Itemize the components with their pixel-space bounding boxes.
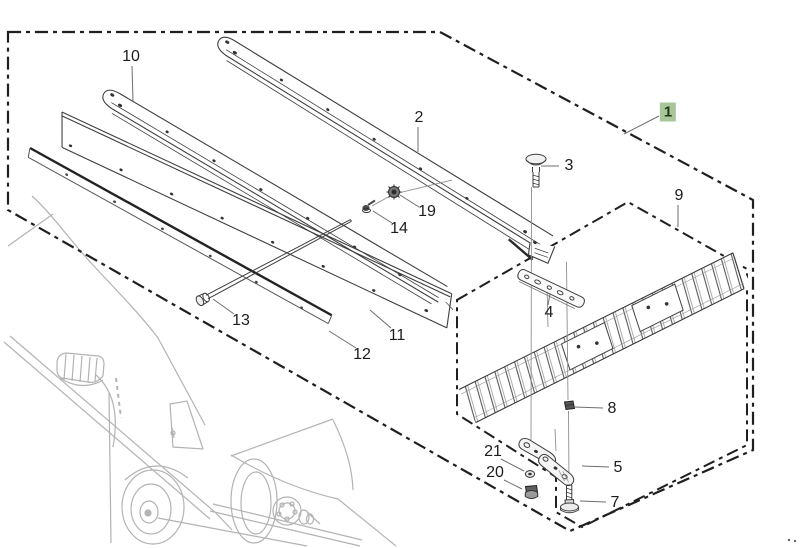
part-label-7: 7	[610, 494, 620, 511]
screw-part-14	[362, 199, 376, 213]
assembly-boundary-part-1	[6, 30, 755, 533]
part-label-21: 21	[484, 443, 502, 460]
leader-lines	[131, 65, 679, 503]
nut-part-21	[524, 470, 536, 478]
corner-marks	[787, 538, 797, 543]
bracket-part-5	[518, 438, 575, 487]
part-label-12: 12	[353, 346, 371, 363]
corrugated-plate	[458, 251, 752, 424]
bolt-part-3	[525, 153, 547, 188]
part-label-13: 13	[232, 312, 250, 329]
flange-nut-part-19	[386, 184, 402, 200]
alignment-lines	[371, 179, 570, 485]
flange-nut-part-20	[524, 484, 539, 499]
strip-part-12	[27, 146, 333, 325]
bar-part-2	[217, 36, 556, 265]
part-label-5: 5	[613, 459, 623, 476]
machine-sketch	[3, 195, 397, 547]
part-label-4: 4	[544, 304, 554, 321]
strip-part-4	[517, 269, 585, 309]
bar-part-10	[102, 89, 448, 305]
part-label-20: 20	[486, 464, 504, 481]
part-label-19: 19	[418, 203, 436, 220]
assembly-boundary-part-9	[456, 200, 748, 529]
part-label-8: 8	[607, 400, 617, 417]
part-label-3: 3	[564, 157, 574, 174]
nut-part-8	[563, 400, 576, 411]
rod-part-13	[195, 219, 352, 307]
part-label-11: 11	[388, 327, 406, 344]
bolt-part-7	[560, 484, 579, 514]
part-label-10: 10	[122, 48, 140, 65]
part-label-1-selected[interactable]: 1	[659, 102, 677, 122]
part-label-9: 9	[674, 187, 684, 204]
plate-part-11	[61, 111, 454, 329]
part-label-2: 2	[414, 109, 424, 126]
part-label-14: 14	[390, 220, 408, 237]
